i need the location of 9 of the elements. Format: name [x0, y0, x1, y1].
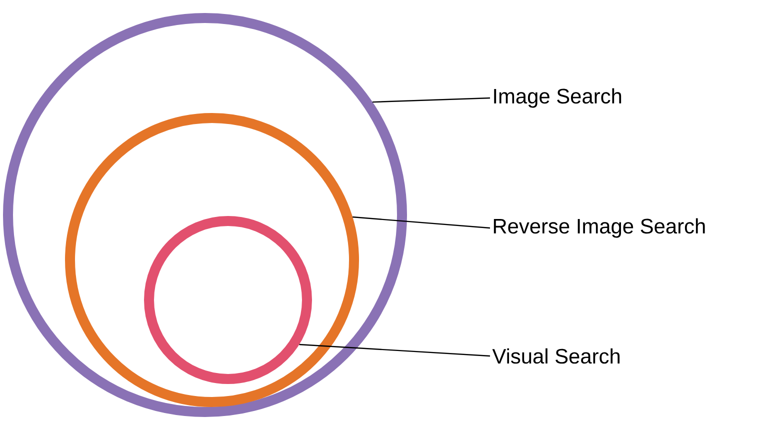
label-text: Visual Search	[492, 348, 620, 364]
ring	[144, 216, 312, 384]
ring	[65, 113, 359, 407]
leader-line	[299, 344, 490, 357]
ring	[3, 13, 407, 417]
label-text: Reverse Image Search	[494, 218, 705, 238]
leader-line	[352, 216, 490, 229]
leader-line	[372, 97, 490, 103]
label-text: Image Search	[494, 88, 622, 108]
